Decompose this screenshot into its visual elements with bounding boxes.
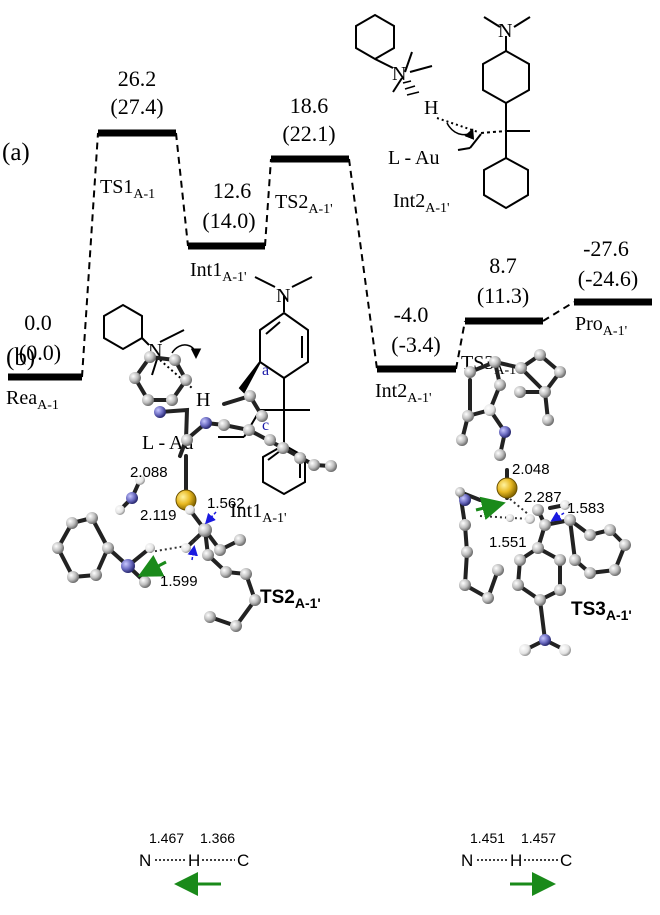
energy-rea: 0.0 <box>24 310 52 335</box>
connectors <box>81 132 575 378</box>
ts3-model: 2.048 2.287 1.583 1.551 TS3A-1' <box>455 349 632 656</box>
int2-aryl-ring <box>482 49 530 105</box>
ts2-nhc-n: N <box>139 851 151 870</box>
ts2-nhc-dnh: 1.467 <box>149 830 184 846</box>
ts2-d1: 2.088 <box>130 464 168 481</box>
int1-h: H <box>196 389 210 411</box>
ts2-atoms <box>52 351 337 632</box>
label-ts1: TS1A-1 <box>100 176 155 202</box>
ts2-d3: 1.562 <box>207 495 245 512</box>
ts3-nhc-n: N <box>461 851 473 870</box>
energy-ts2: 18.6 <box>290 93 329 118</box>
int2-structure-labels: N N H L - Au Int2A-1' <box>388 20 512 216</box>
int2-n-left: N <box>392 63 406 85</box>
label-int1: Int1A-1' <box>190 259 247 285</box>
ts2-green-arrow <box>137 555 167 577</box>
energy-int2: -4.0 <box>394 302 429 327</box>
energy-rea-2: (0.0) <box>19 340 61 365</box>
ts2-nhc-schematic: 1.467 1.366 N H C <box>139 830 249 896</box>
energy-ts1: 26.2 <box>118 66 157 91</box>
label-rea: ReaA-1 <box>6 387 59 413</box>
ts3-caption: TS3A-1' <box>571 599 632 623</box>
connector-6 <box>542 301 575 322</box>
ts3-d4: 1.551 <box>489 534 527 551</box>
ts2-d2: 2.119 <box>140 507 176 524</box>
int1-structure-labels: N N H L - Au a c Int1A-1' <box>142 285 290 526</box>
connector-3 <box>264 158 272 247</box>
ts3-green-arrow <box>475 496 506 521</box>
ts3-nhc-h: H <box>510 851 522 870</box>
connector-5 <box>455 320 466 370</box>
ts2-caption: TS2A-1' <box>260 587 321 611</box>
label-pro: ProA-1' <box>575 313 627 339</box>
int2-n-top: N <box>498 20 512 42</box>
int1-n-top: N <box>276 285 290 307</box>
energy-pro-2: (-24.6) <box>578 266 638 291</box>
ts3-d3: 1.583 <box>567 500 605 517</box>
ts2-blue-arrow-2 <box>187 545 198 561</box>
ts2-nhc-c: C <box>237 851 249 870</box>
int2-lau: L - Au <box>388 147 439 169</box>
energy-int1-2: (14.0) <box>202 208 255 233</box>
ts2-model: 2.088 2.119 1.562 1.599 TS2A-1' <box>52 351 337 632</box>
connector-1 <box>81 132 99 378</box>
ts3-atoms <box>455 349 631 656</box>
energy-ts2-2: (22.1) <box>282 121 335 146</box>
ts3-blue-arrow <box>550 511 565 522</box>
int2-aniline-ring <box>355 13 395 61</box>
ts3-nhc-dnh: 1.451 <box>470 830 505 846</box>
int1-label-a: a <box>262 362 269 379</box>
energy-int2-2: (-3.4) <box>391 332 440 357</box>
panel-a-label: (a) <box>2 139 30 166</box>
connector-4 <box>348 158 378 370</box>
ts2-distances: 2.088 2.119 1.562 1.599 <box>130 464 245 590</box>
energy-int1: 12.6 <box>213 178 252 203</box>
energy-pro: -27.6 <box>583 236 629 261</box>
connector-2 <box>175 132 189 247</box>
int2-hash-bond <box>402 80 420 96</box>
int1-caption: Int1A-1' <box>230 500 287 526</box>
label-int2: Int2A-1' <box>375 380 432 406</box>
int2-structure <box>355 13 531 210</box>
ts2-nhc-dhc: 1.366 <box>200 830 235 846</box>
level-bars <box>8 129 652 381</box>
int2-caption: Int2A-1' <box>393 190 450 216</box>
energy-ts3: 8.7 <box>489 253 517 278</box>
int1-aniline-ring <box>103 303 143 351</box>
int2-phenyl-ring <box>483 156 529 210</box>
int1-structure <box>103 276 313 496</box>
ts2-d4: 1.599 <box>160 573 198 590</box>
int1-lau: L - Au <box>142 432 193 454</box>
ts3-nhc-schematic: 1.451 1.457 N H C <box>461 830 572 896</box>
int2-h: H <box>424 97 438 119</box>
energy-profile: (a) 0.0 (0.0) 26.2 (27.4) 12.6 (14.0) 18… <box>2 66 652 413</box>
energy-ts1-2: (27.4) <box>110 94 163 119</box>
ts3-nhc-dhc: 1.457 <box>521 830 556 846</box>
ts2-blue-arrow-1 <box>204 511 217 525</box>
label-ts2: TS2A-1' <box>275 191 333 217</box>
int1-label-c: c <box>262 417 269 434</box>
energy-values: 0.0 (0.0) 26.2 (27.4) 12.6 (14.0) 18.6 (… <box>19 66 638 365</box>
panel-b-label: (b) <box>6 344 35 371</box>
ts3-distances: 2.048 2.287 1.583 1.551 <box>489 461 605 551</box>
ts3-d2: 2.287 <box>524 489 562 506</box>
ts2-nhc-h: H <box>188 851 200 870</box>
energy-ts3-2: (11.3) <box>477 283 529 308</box>
ts3-nhc-c: C <box>560 851 572 870</box>
state-labels: ReaA-1 TS1A-1 Int1A-1' TS2A-1' Int2A-1' … <box>6 176 627 413</box>
ts3-d1: 2.048 <box>512 461 550 478</box>
